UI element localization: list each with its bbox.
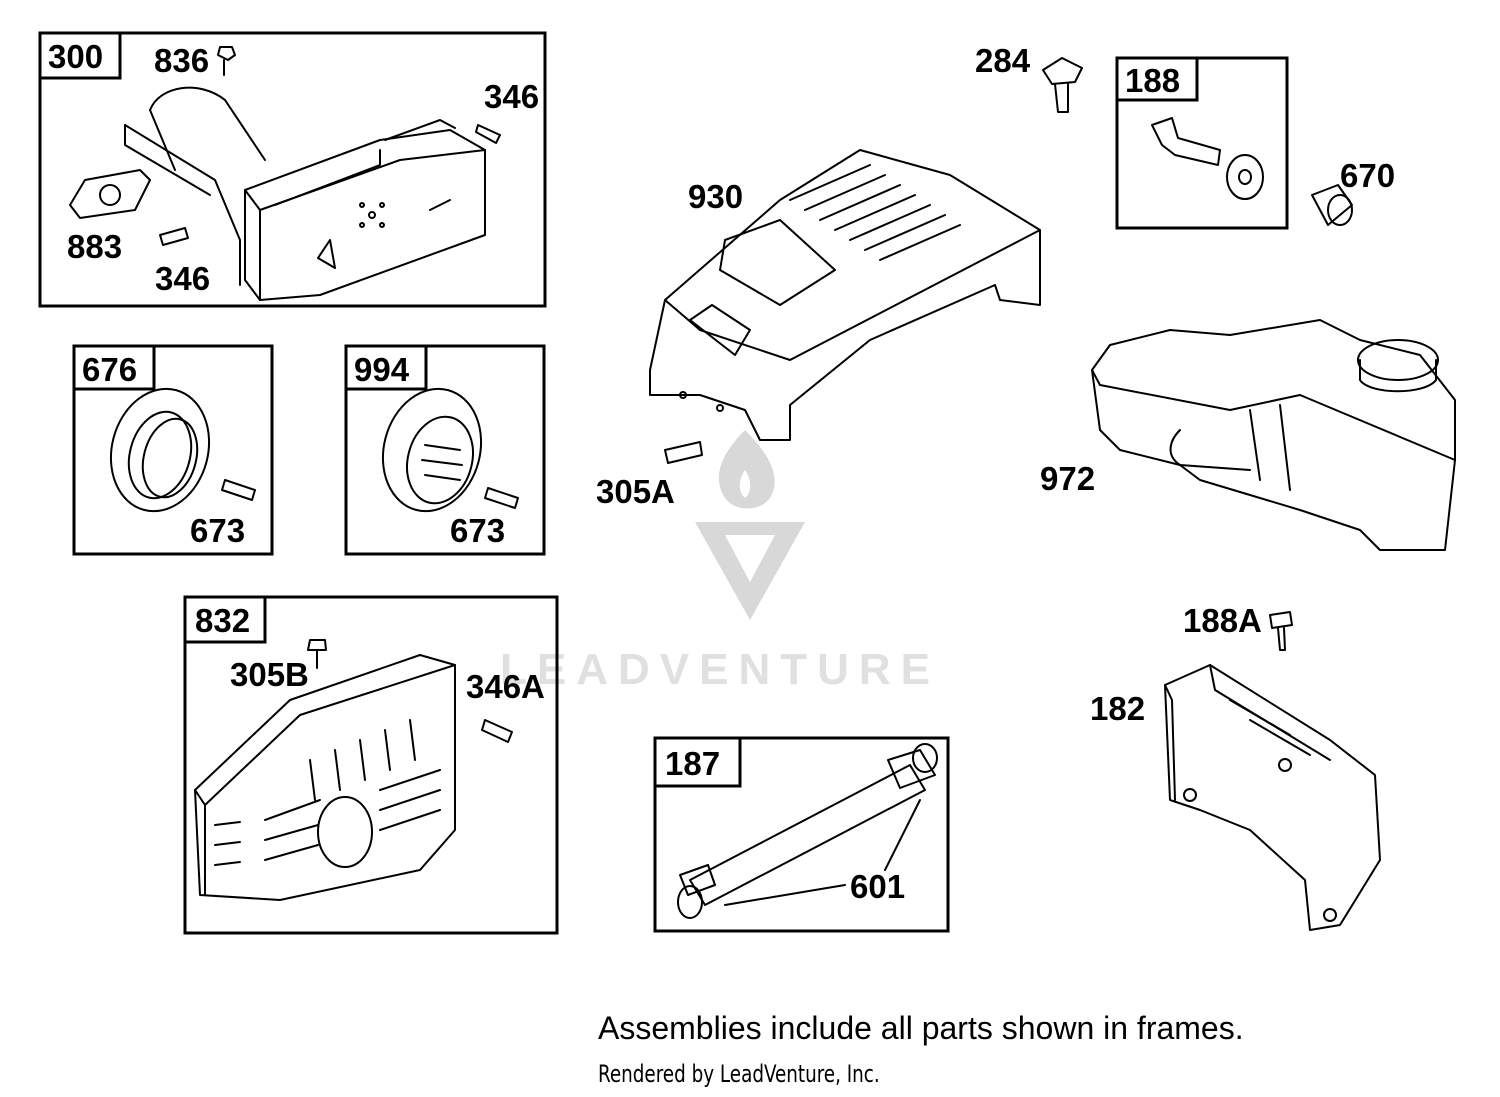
bracket-182-part[interactable]: [1164, 664, 1381, 931]
screw-346a-part[interactable]: [481, 719, 513, 743]
callout-284: 284: [975, 42, 1031, 79]
deflector-676-part[interactable]: [98, 378, 223, 523]
callout-188a: 188A: [1183, 602, 1262, 639]
fuel-tank-972-part[interactable]: [1091, 319, 1456, 551]
callout-305b: 305B: [230, 656, 309, 693]
frame-188-label: 188: [1125, 62, 1180, 99]
frame-300-label: 300: [48, 38, 103, 75]
callout-883: 883: [67, 228, 122, 265]
screw-188a-part[interactable]: [1269, 611, 1293, 651]
spacer-670-part[interactable]: [1311, 184, 1353, 226]
frame-832[interactable]: 832: [183, 595, 559, 935]
frame-187-label: 187: [665, 745, 720, 782]
callout-346a: 346A: [466, 668, 545, 705]
render-credit: Rendered by LeadVenture, Inc.: [598, 1060, 880, 1088]
callout-972: 972: [1040, 460, 1095, 497]
frame-676-label: 676: [82, 351, 137, 388]
watermark-text: LEADVENTURE: [500, 645, 940, 694]
screw-305a-part[interactable]: [664, 441, 703, 464]
callout-930: 930: [688, 178, 743, 215]
guard-832-part[interactable]: [194, 654, 456, 901]
callout-670: 670: [1340, 157, 1395, 194]
frame-676[interactable]: 676: [72, 344, 274, 556]
callout-601: 601: [850, 868, 905, 905]
muffler-part[interactable]: [124, 86, 486, 301]
callout-836: 836: [154, 42, 209, 79]
gasket-883-part[interactable]: [69, 169, 151, 219]
watermark-logo: [695, 430, 805, 620]
frame-994[interactable]: 994: [344, 344, 546, 556]
frame-994-label: 994: [354, 351, 410, 388]
deflector-994-part[interactable]: [370, 378, 495, 523]
frame-832-label: 832: [195, 602, 250, 639]
callout-182: 182: [1090, 690, 1145, 727]
callout-673-b: 673: [450, 512, 505, 549]
assemblies-note: Assemblies include all parts shown in fr…: [598, 1010, 1244, 1046]
screw-836-part[interactable]: [217, 46, 236, 76]
screw-305b-part[interactable]: [307, 639, 327, 669]
bolt-188-part[interactable]: [1151, 117, 1264, 200]
blower-housing-930-part[interactable]: [649, 149, 1041, 441]
frame-188[interactable]: 188: [1115, 56, 1289, 230]
tube-187-part[interactable]: [677, 743, 938, 919]
callout-673-a: 673: [190, 512, 245, 549]
screw-673-b-part[interactable]: [484, 487, 519, 509]
clamp-601-leaders: [724, 799, 921, 906]
callout-346-top: 346: [484, 78, 539, 115]
frame-300[interactable]: 300: [38, 31, 547, 308]
screw-673-a-part[interactable]: [221, 479, 256, 501]
callout-305a: 305A: [596, 473, 675, 510]
screw-346-bottom-part[interactable]: [159, 227, 189, 246]
screw-284-part[interactable]: [1042, 57, 1083, 113]
frame-187[interactable]: 187: [653, 736, 950, 933]
screw-346-top-part[interactable]: [475, 124, 501, 144]
callout-346-bottom: 346: [155, 260, 210, 297]
